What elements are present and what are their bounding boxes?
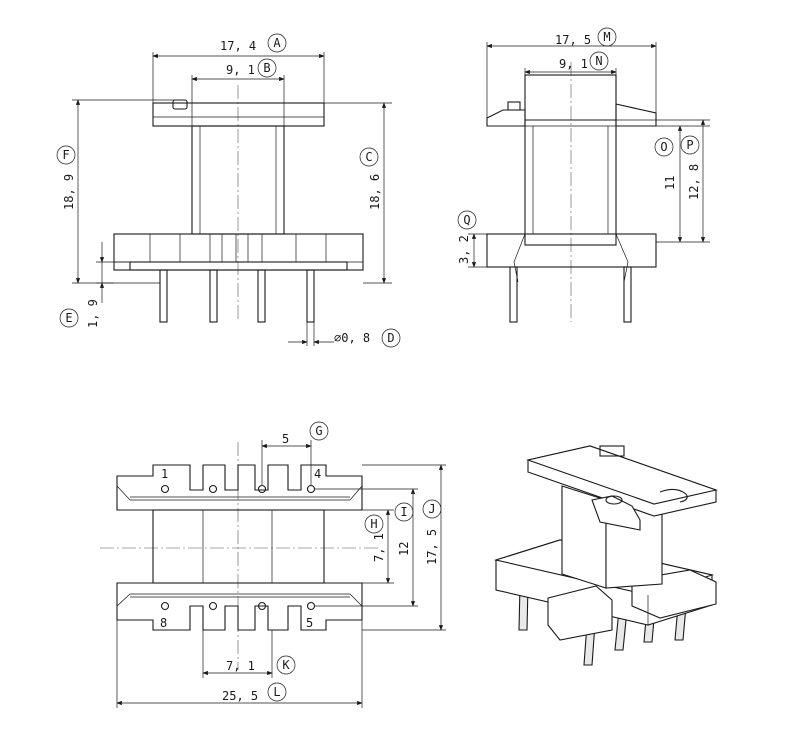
- dim-I-letter: I: [400, 505, 407, 519]
- dim-Q-value: 3, 2: [457, 235, 471, 264]
- pin-5-label: 5: [306, 616, 313, 630]
- dim-G-letter: G: [315, 424, 322, 438]
- pin-numbers: 1 4 8 5: [160, 467, 321, 630]
- side-view: [486, 62, 657, 323]
- dim-E-value: 1, 9: [86, 299, 100, 328]
- dim-B-letter: B: [263, 61, 270, 75]
- dim-N-letter: N: [595, 54, 602, 68]
- dim-J-value: 17, 5: [425, 529, 439, 565]
- dim-P-value: 12, 8: [687, 164, 701, 200]
- front-view: [113, 85, 364, 323]
- pin-1-label: 1: [161, 467, 168, 481]
- dim-P-letter: P: [686, 138, 693, 152]
- dim-F-letter: F: [62, 148, 69, 162]
- dim-H-letter: H: [370, 517, 377, 531]
- dim-C-letter: C: [365, 150, 372, 164]
- dim-A-value: 17, 4: [220, 39, 256, 53]
- dim-L-value: 25, 5: [222, 689, 258, 703]
- dim-Q-letter: Q: [463, 213, 470, 227]
- dim-N-value: 9, 1: [559, 57, 588, 71]
- dim-J-letter: J: [428, 502, 435, 516]
- dim-D-letter: D: [387, 331, 394, 345]
- dimension-labels: 17, 4 A 9, 1 B F 18, 9 C 18, 6 E 1, 9 ⌀0…: [56, 27, 701, 703]
- dim-K-value: 7, 1: [226, 659, 255, 673]
- dim-D-value: ⌀0, 8: [334, 331, 370, 345]
- dim-I-value: 12: [397, 542, 411, 556]
- dim-G-value: 5: [282, 432, 289, 446]
- dim-C-value: 18, 6: [368, 174, 382, 210]
- top-view-dimensions: [116, 440, 446, 708]
- pin-8-label: 8: [160, 616, 167, 630]
- side-view-dimensions: [468, 42, 710, 268]
- dim-K-letter: K: [282, 658, 290, 672]
- dim-O-letter: O: [660, 140, 667, 154]
- dim-F-value: 18, 9: [62, 174, 76, 210]
- dim-B-value: 9, 1: [226, 63, 255, 77]
- pin-4-label: 4: [314, 467, 321, 481]
- dim-L-letter: L: [273, 685, 280, 699]
- isometric-view: [493, 445, 718, 666]
- front-view-dimensions: [72, 52, 392, 346]
- dim-A-letter: A: [273, 36, 281, 50]
- dim-O-value: 11: [663, 176, 677, 190]
- dim-H-value: 7, 1: [372, 533, 386, 562]
- dim-E-letter: E: [65, 311, 72, 325]
- dim-M-letter: M: [603, 30, 610, 44]
- dim-M-value: 17, 5: [555, 33, 591, 47]
- top-view: [100, 442, 378, 670]
